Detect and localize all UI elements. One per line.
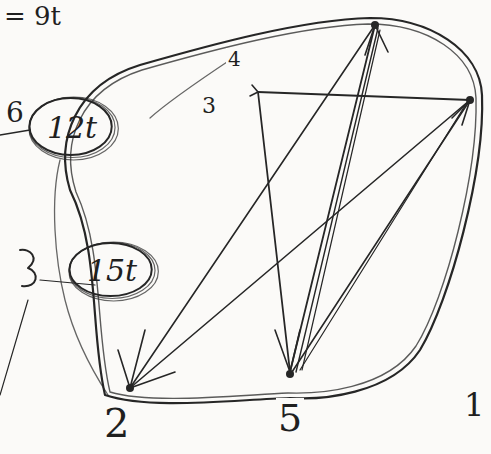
vertex-number: = 9t — [2, 2, 63, 30]
circled-load: 15t — [71, 244, 153, 297]
ellipse-stroke — [29, 97, 118, 160]
vertex-number: 6 — [4, 98, 26, 128]
circled-load: 12t — [31, 99, 113, 156]
load-value: 15t — [87, 254, 137, 287]
vertex-number: 1 — [462, 388, 486, 422]
vertex-number: 3 — [200, 94, 218, 118]
vertex-number: 4 — [226, 48, 243, 70]
load-value: 12t — [47, 111, 97, 144]
ellipse-stroke — [69, 242, 158, 301]
vertex-number: 5 — [276, 398, 304, 438]
vertex-number: 2 — [102, 402, 131, 444]
